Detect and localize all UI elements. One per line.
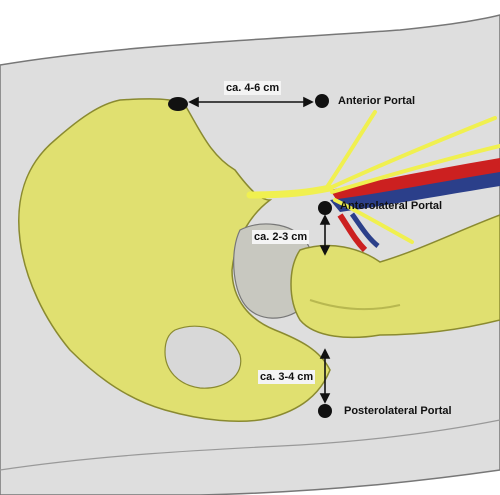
obturator-foramen: [164, 325, 242, 389]
nerve-branch-4: [333, 198, 414, 244]
anterolateral-portal-dot: [318, 201, 332, 215]
vein-branch: [349, 212, 380, 248]
posterolateral-portal-label: Posterolateral Portal: [344, 405, 452, 417]
posterolateral-portal-dot: [318, 404, 332, 418]
nerve-branch-3: [330, 144, 500, 194]
vein: [330, 172, 500, 212]
artery-branch: [337, 213, 368, 253]
femoral-neck-shade: [309, 299, 401, 311]
nerve-branch-2: [328, 116, 497, 190]
ilium: [18, 98, 331, 422]
posterolateral-distance-arrow: [319, 348, 331, 404]
anterolateral-distance-label: ca. 2-3 cm: [252, 230, 310, 244]
anterior-distance-label: ca. 4-6 cm: [224, 81, 282, 95]
anterior-portal-dot: [315, 94, 329, 108]
skin-fold: [0, 419, 500, 471]
anterolateral-distance-arrow: [319, 214, 331, 256]
nerve-branch-1: [323, 110, 377, 192]
posterolateral-distance-label: ca. 3-4 cm: [258, 370, 316, 384]
asis-landmark: [168, 97, 188, 111]
anterolateral-portal-label: Anterolateral Portal: [340, 200, 443, 212]
anterior-distance-arrow: [188, 96, 314, 108]
artery: [330, 158, 500, 205]
anterior-portal-label: Anterior Portal: [338, 95, 416, 107]
